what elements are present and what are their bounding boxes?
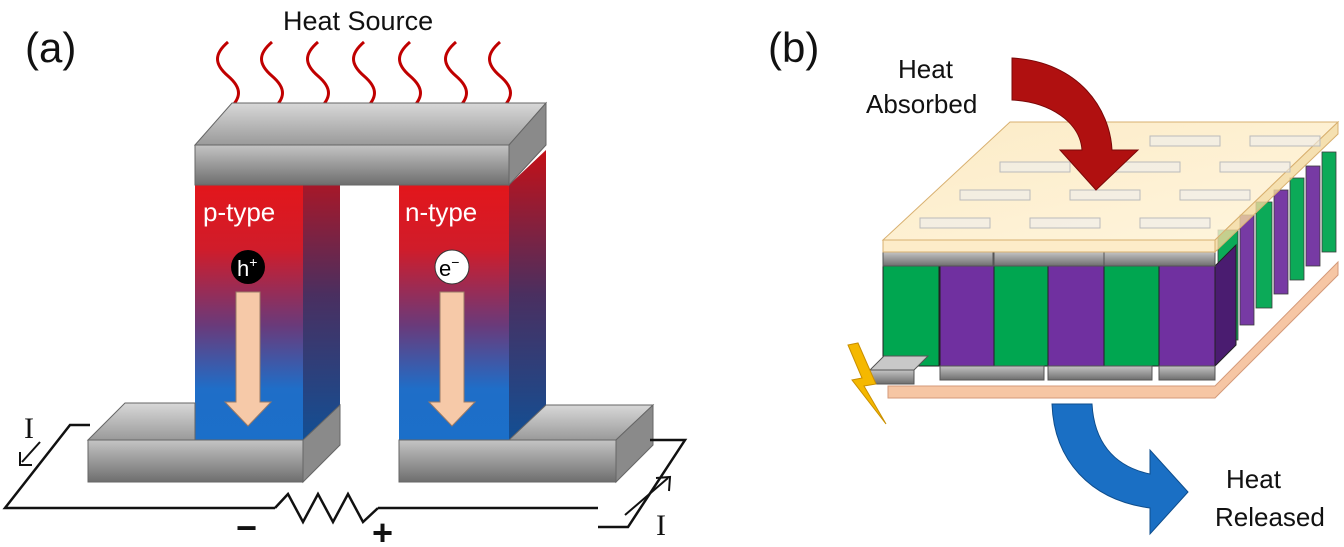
current-left-label: I — [24, 412, 34, 445]
plus-terminal: + — [372, 512, 393, 547]
current-right-label: I — [656, 509, 666, 542]
heat-absorbed-arrow — [1011, 57, 1140, 191]
top-ceramic-plate — [881, 120, 1340, 254]
front-legs — [882, 243, 1237, 368]
heat-released-line1: Heat — [1226, 464, 1282, 494]
current-arrow-right — [624, 475, 672, 516]
panel-b-label: (b) — [768, 24, 819, 71]
minus-terminal: − — [236, 507, 257, 547]
bottom-metal-connectors — [868, 355, 1216, 385]
bottom-left-connector — [86, 402, 341, 484]
electron-symbol: e — [439, 256, 451, 281]
electron-carrier: e− — [427, 249, 477, 427]
p-type-leg — [195, 150, 340, 440]
panel-a-label: (a) — [25, 24, 76, 71]
hole-charge: + — [249, 254, 257, 270]
heat-waves — [216, 40, 512, 129]
current-arrow-left — [19, 441, 41, 466]
svg-text:h+: h+ — [237, 254, 257, 281]
thermoelectric-legs — [882, 151, 1337, 368]
electron-charge: − — [451, 254, 459, 270]
heat-absorbed-line1: Heat — [898, 54, 954, 84]
top-connector — [193, 101, 548, 187]
lightning-bolt-icon — [847, 342, 887, 425]
circuit-wire — [2, 423, 688, 529]
heat-released-arrow — [1051, 403, 1189, 536]
hole-carrier: h+ — [223, 250, 273, 427]
heat-absorbed-line2: Absorbed — [866, 89, 977, 119]
n-type-leg — [399, 150, 546, 440]
hole-symbol: h — [237, 256, 249, 281]
bottom-ceramic-plate — [887, 260, 1339, 399]
panel-b: (b) — [768, 24, 1340, 536]
n-type-label: n-type — [405, 197, 477, 227]
svg-text:e−: e− — [439, 254, 459, 281]
electron-drift-arrow — [427, 291, 477, 427]
top-metal-connectors — [882, 251, 1216, 267]
hole-drift-arrow — [223, 291, 273, 427]
heat-source-label: Heat Source — [283, 6, 433, 36]
p-type-label: p-type — [203, 197, 275, 227]
panel-a: (a) Heat Source — [2, 6, 688, 547]
heat-released-line2: Released — [1215, 502, 1325, 532]
bottom-right-connector — [398, 403, 655, 484]
